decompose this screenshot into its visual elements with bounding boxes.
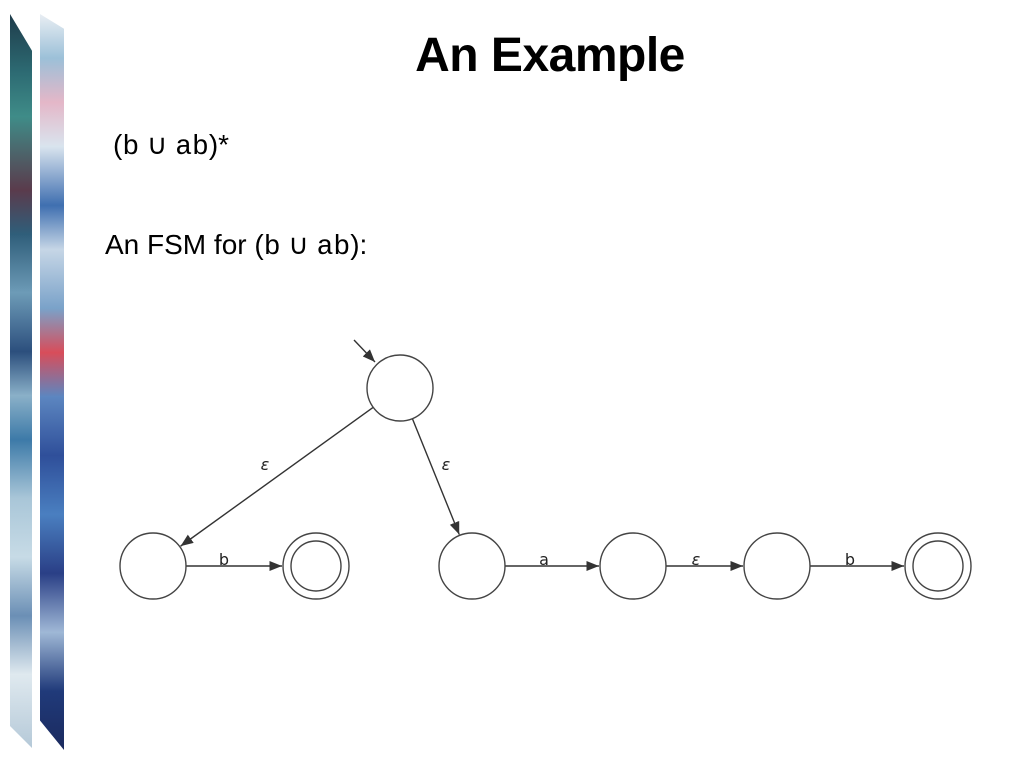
accepting-state-inner-ring: [912, 540, 964, 592]
fsm-caption-ab: ab: [316, 232, 351, 263]
transition-label: b: [219, 550, 229, 569]
start-arrow: [353, 339, 376, 363]
transition-label: ε: [692, 550, 701, 569]
accepting-state-inner-ring: [290, 540, 342, 592]
fsm-caption-union-symbol: ∪: [280, 229, 317, 260]
regex-open: (: [113, 129, 123, 160]
state: [438, 532, 506, 600]
transition-arrow: [180, 406, 374, 547]
fsm-caption-b: b: [263, 232, 281, 263]
regex-b: b: [122, 132, 140, 163]
transition-label: ε: [442, 455, 451, 474]
regex-ab: ab: [175, 132, 209, 163]
transition-label: b: [845, 550, 855, 569]
transition-label: ε: [261, 455, 270, 474]
start-state: [366, 354, 434, 422]
regex-expression: (b ∪ ab)*: [113, 128, 229, 163]
fsm-caption-prefix: An FSM for (: [105, 229, 264, 260]
regex-union-symbol: ∪: [139, 129, 176, 160]
accepting-state: [282, 532, 350, 600]
state: [743, 532, 811, 600]
slide-title: An Example: [415, 29, 685, 82]
transition-label: a: [539, 550, 549, 569]
state: [119, 532, 187, 600]
fsm-caption: An FSM for (b ∪ ab):: [105, 228, 367, 263]
transition-arrow: [411, 418, 460, 535]
accepting-state: [904, 532, 972, 600]
regex-close: )*: [208, 129, 230, 160]
decorative-strip-left: [10, 14, 32, 748]
decorative-strip-right: [40, 14, 64, 750]
state: [599, 532, 667, 600]
fsm-caption-suffix: ):: [350, 229, 368, 260]
